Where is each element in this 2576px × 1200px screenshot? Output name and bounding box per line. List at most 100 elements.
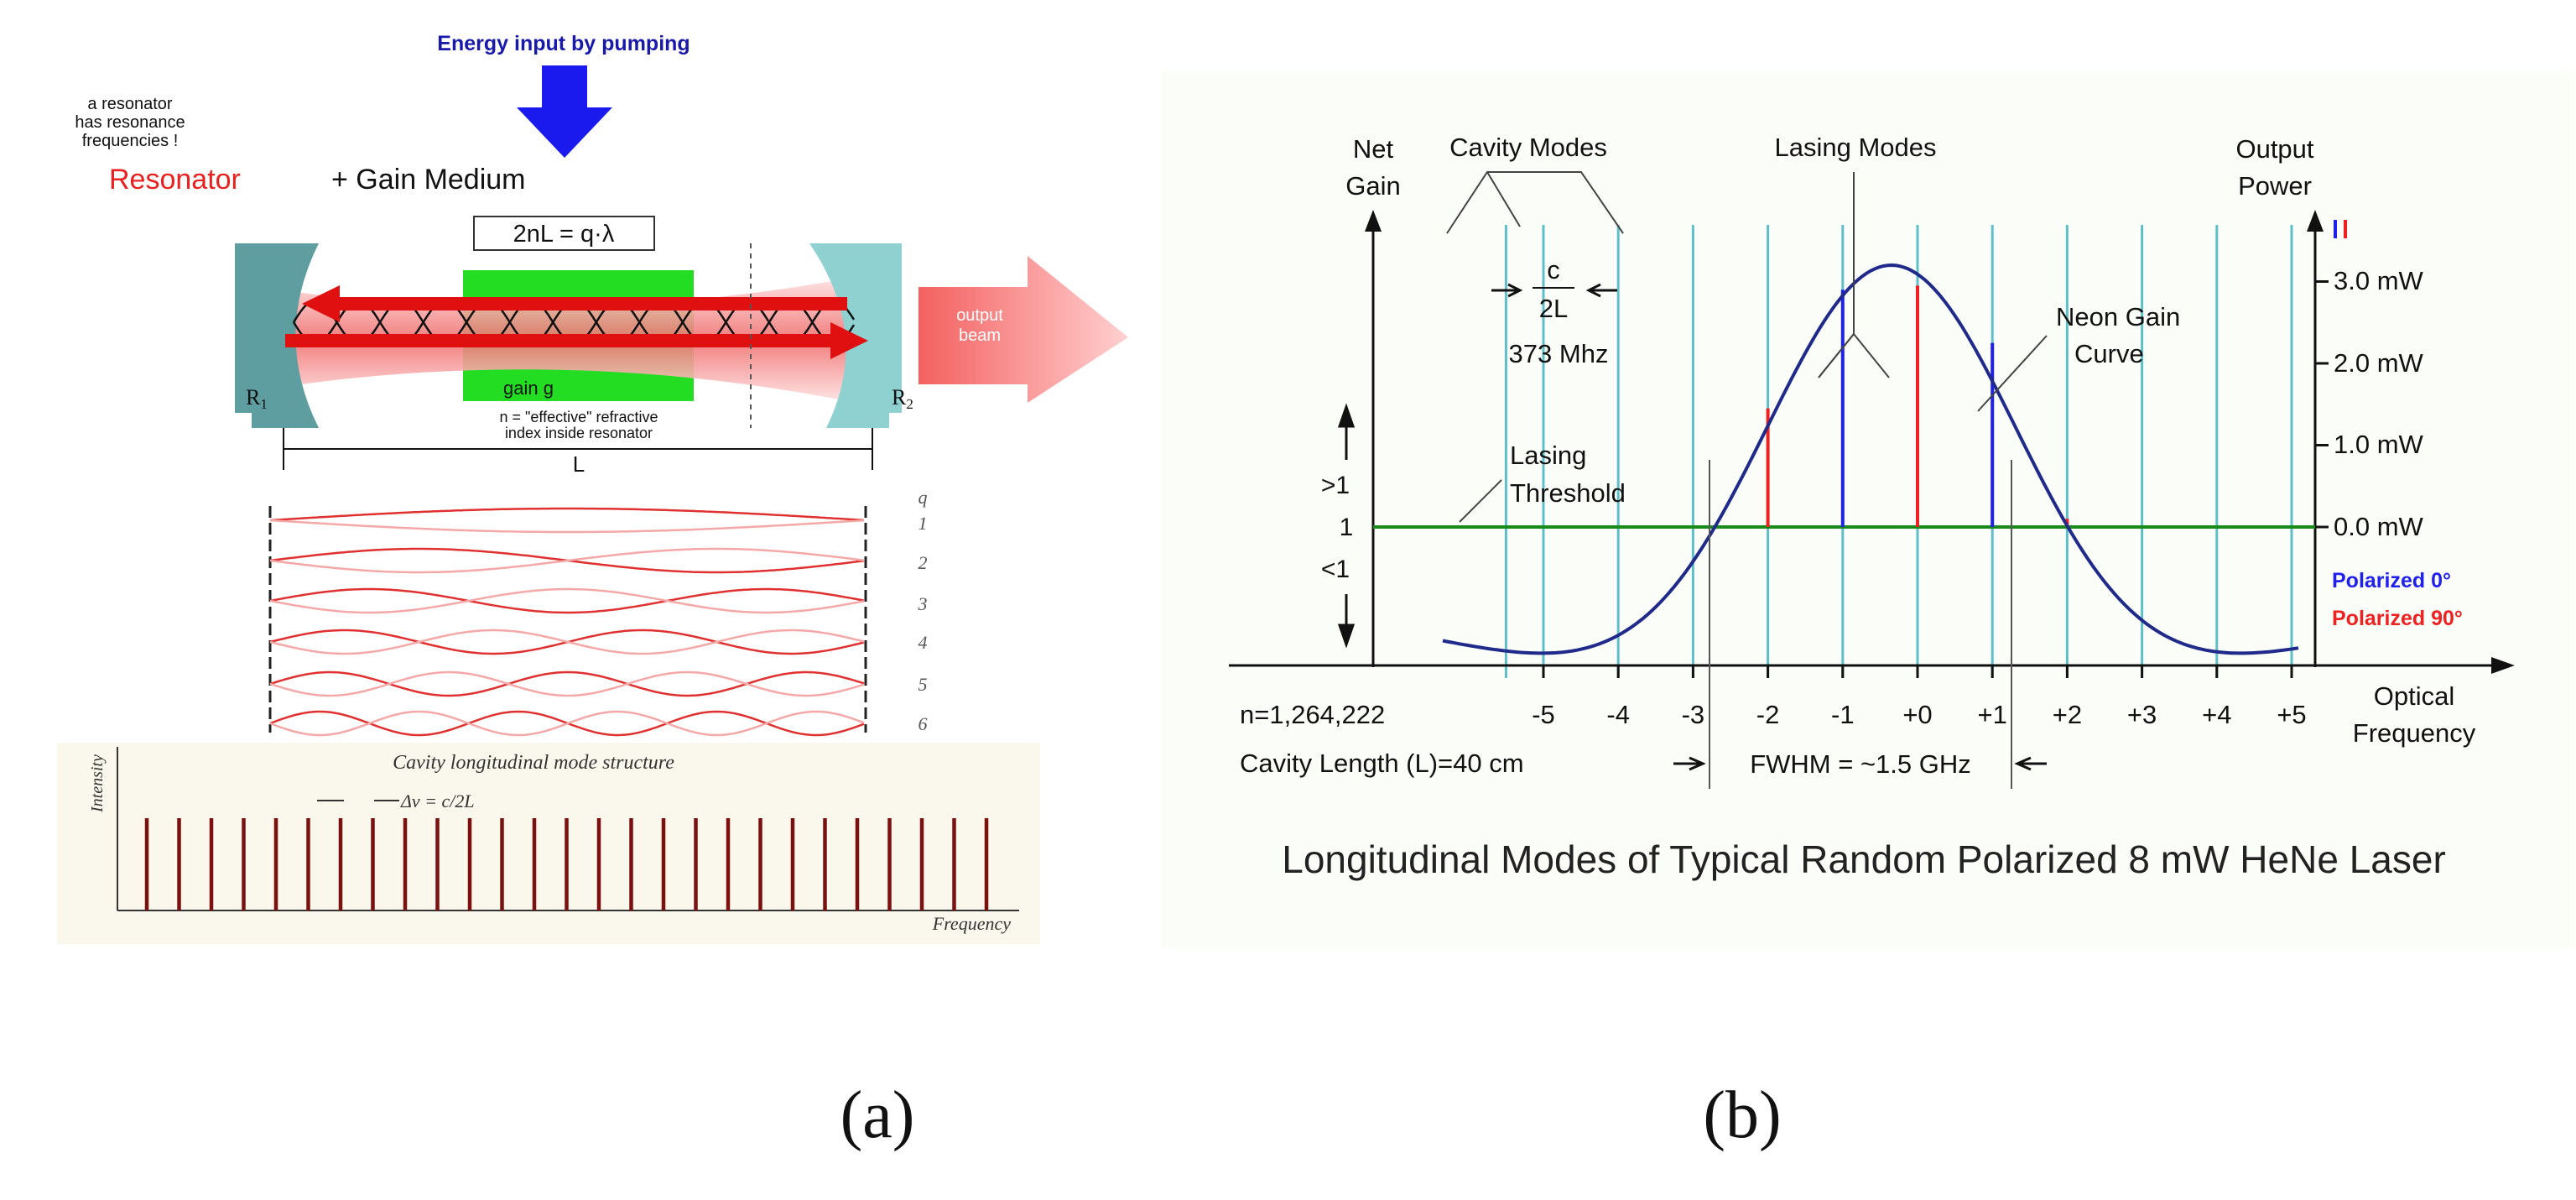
spectrum-title: Cavity longitudinal mode structure <box>393 752 674 774</box>
x-tick-label: +0 <box>1902 700 1932 729</box>
spacing-arrow-right-icon <box>1585 283 1617 298</box>
note-line-1: a resonator <box>87 95 173 113</box>
mirror-left-label: R1 <box>246 385 268 412</box>
mode-number-2: 2 <box>919 552 928 573</box>
mode-wave-2-lower <box>269 547 865 574</box>
threshold-label-1: Lasing <box>1510 441 1586 470</box>
lasing-pointer-branches <box>1818 333 1890 378</box>
index-note-2: index inside resonator <box>505 425 653 441</box>
mode-wave-3-upper <box>269 587 865 614</box>
spectrum-xlabel: Frequency <box>932 913 1011 934</box>
equation: 2nL = q·λ <box>513 221 615 248</box>
power-tick-0: 0.0 mW <box>2334 512 2424 541</box>
cavity-modes-pointer-2 <box>1486 171 1521 227</box>
fwhm-arrow-left-icon <box>1673 756 1706 771</box>
mode-wave-4-lower <box>269 629 865 655</box>
panel-b-background <box>1162 71 2575 948</box>
spectrum-ylabel: Intensity <box>88 754 107 813</box>
plus-gain-medium: + Gain Medium <box>331 164 526 196</box>
legend-pol90: Polarized 90° <box>2332 607 2463 630</box>
x-tick-label: -2 <box>1756 700 1780 729</box>
spacing-arrow-left-icon <box>1491 283 1523 298</box>
threshold-pointer <box>1459 479 1502 523</box>
neon-gain-label-2: Curve <box>2074 339 2144 368</box>
neon-gain-pointer <box>1977 335 2048 412</box>
spacing-denominator: 2L <box>1539 294 1568 323</box>
resonator-word: Resonator <box>109 164 241 196</box>
mode-number-3: 3 <box>918 593 928 614</box>
mode-wave-1-upper <box>269 507 865 522</box>
spacing-label: Δν = c/2L <box>400 790 475 811</box>
mode-wave-3-lower <box>269 587 865 614</box>
fwhm-arrow-right-icon <box>2014 756 2047 771</box>
pump-label: Energy input by pumping <box>437 32 690 55</box>
pump-arrow-icon <box>517 65 612 158</box>
mode-number-6: 6 <box>919 713 928 734</box>
threshold-label-2: Threshold <box>1510 478 1626 508</box>
lasing-modes-label: Lasing Modes <box>1774 133 1936 162</box>
gain-tick-one: 1 <box>1340 514 1354 541</box>
gain-curve <box>1442 263 2299 655</box>
mode-patterns: q 1 2 3 4 5 6 <box>268 487 928 737</box>
power-ticks <box>2315 280 2329 529</box>
spectrum-lines <box>144 818 989 910</box>
x-tick-label: -3 <box>1682 700 1705 729</box>
spacing-value: 373 Mhz <box>1509 339 1609 368</box>
note-line-2: has resonance <box>75 113 185 132</box>
gain-down-arrow-icon <box>1337 594 1356 649</box>
gain-tick-above: >1 <box>1321 472 1350 499</box>
cavity-length-label: Cavity Length (L)=40 cm <box>1240 749 1524 778</box>
x-title-2: Frequency <box>2353 718 2476 748</box>
x-tick-label: +3 <box>2127 700 2157 729</box>
length-label: L <box>573 451 585 477</box>
power-tick-3: 3.0 mW <box>2334 266 2424 295</box>
x-tick-label: -5 <box>1532 700 1555 729</box>
x-tick-label: +4 <box>2202 700 2231 729</box>
mode-number-1: 1 <box>919 513 928 534</box>
label-b: (b) <box>1703 1078 1781 1152</box>
mirror-left <box>235 243 319 428</box>
n-label: n=1,264,222 <box>1240 700 1385 729</box>
net-gain-title-2: Gain <box>1345 171 1400 201</box>
note-line-3: frequencies ! <box>82 132 179 150</box>
mirror-right-label: R2 <box>892 385 913 412</box>
output-beam-label-2: beam <box>959 326 1001 345</box>
mode-number-q: q <box>919 487 928 508</box>
gain-tick-below: <1 <box>1321 556 1350 583</box>
power-tick-2: 2.0 mW <box>2334 348 2424 378</box>
x-tick-label: +1 <box>1978 700 2007 729</box>
beam-arrow-left-icon <box>302 285 847 322</box>
panel-a: Energy input by pumping a resonator has … <box>57 32 1128 944</box>
cavity-modes-label: Cavity Modes <box>1449 133 1607 162</box>
mode-number-5: 5 <box>919 674 928 695</box>
label-a: (a) <box>840 1078 915 1152</box>
output-power-title-2: Power <box>2238 171 2312 201</box>
panel-b: Net Gain Output Power Cavity Modes c 2L … <box>1162 71 2575 948</box>
x-title-1: Optical <box>2374 681 2454 711</box>
x-tick-label: +5 <box>2277 700 2306 729</box>
index-note-1: n = "effective" refractive <box>499 409 658 425</box>
fwhm-label: FWHM = ~1.5 GHz <box>1750 749 1971 779</box>
gain-label: gain g <box>503 378 554 399</box>
legend-pol0: Polarized 0° <box>2332 569 2451 592</box>
x-tick-label: -4 <box>1606 700 1630 729</box>
chart-caption: Longitudinal Modes of Typical Random Pol… <box>1282 837 2446 881</box>
gain-up-arrow-icon <box>1337 403 1356 460</box>
power-tick-1: 1.0 mW <box>2334 430 2424 459</box>
output-beam-arrow <box>919 256 1128 403</box>
equation-box <box>473 216 655 251</box>
cavity-modes-pointer <box>1446 171 1624 234</box>
right-axis-arrow-icon <box>2307 210 2324 232</box>
mode-wave-6-lower <box>269 710 865 737</box>
mode-wave-1-lower <box>269 519 865 534</box>
x-axis-arrow-icon <box>2491 657 2515 674</box>
neon-gain-label-1: Neon Gain <box>2056 302 2180 331</box>
x-tick-label: +2 <box>2053 700 2082 729</box>
x-tick-label: -1 <box>1831 700 1855 729</box>
beam-arrow-right-icon <box>285 322 868 359</box>
x-tick-labels: -5 -4 -3 -2 -1 +0 +1 +2 +3 +4 +5 <box>1532 665 2307 729</box>
left-axis-arrow-icon <box>1365 210 1382 232</box>
mode-number-4: 4 <box>919 632 928 653</box>
output-power-title-1: Output <box>2235 134 2313 164</box>
spacing-numerator: c <box>1547 255 1560 284</box>
